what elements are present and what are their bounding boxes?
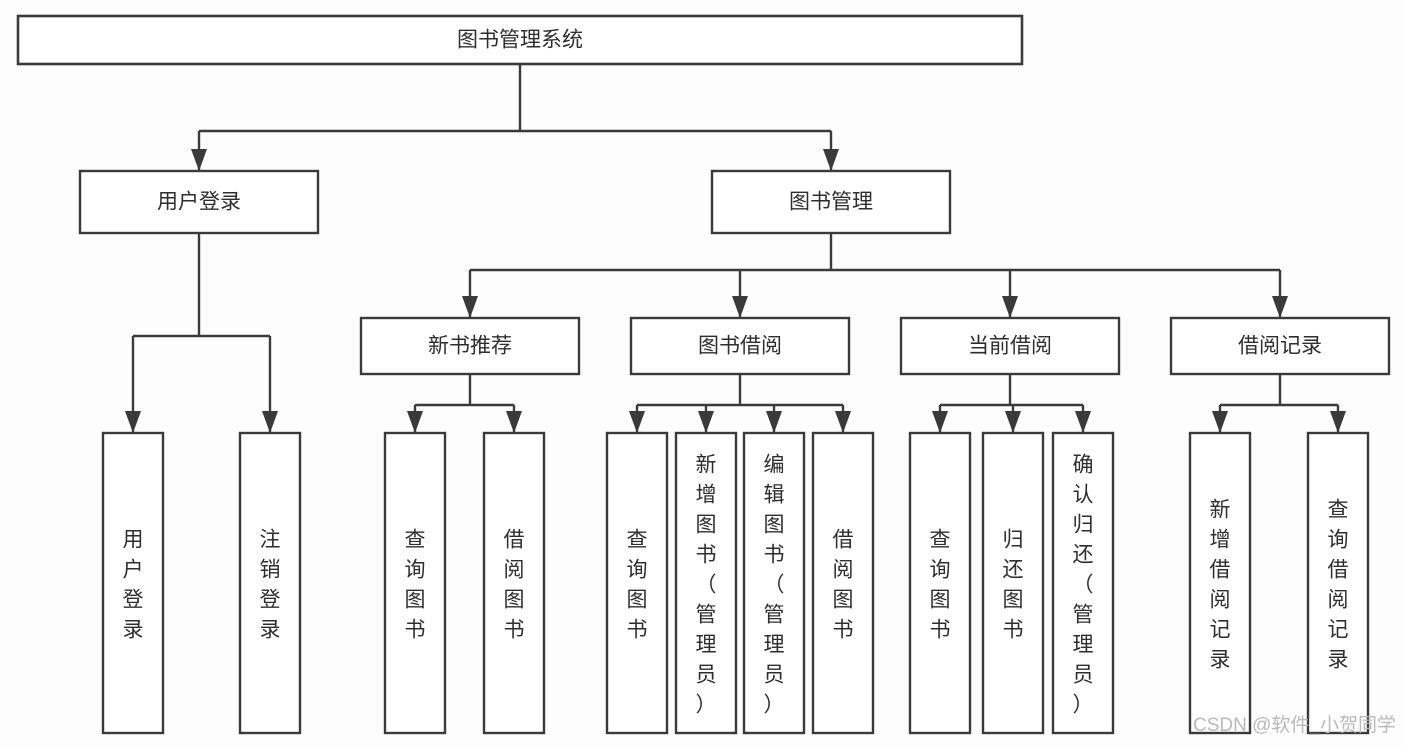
node-box-leaf-confirm-return[interactable] bbox=[1051, 431, 1115, 735]
node-box-leaf-borrow-book-1[interactable] bbox=[482, 431, 546, 735]
node-label-leaf-return-book: 归还图书 bbox=[1003, 528, 1024, 641]
node-leaf-borrow-book-1[interactable]: 借阅图书 bbox=[482, 431, 546, 735]
node-label-leaf-logout: 注销登录 bbox=[260, 528, 281, 641]
node-leaf-return-book[interactable]: 归还图书 bbox=[981, 431, 1045, 735]
node-box-leaf-query-book-3[interactable] bbox=[908, 431, 972, 735]
node-box-leaf-return-book[interactable] bbox=[981, 431, 1045, 735]
node-box-leaf-add-borrow-record[interactable] bbox=[1188, 431, 1252, 735]
node-label-root: 图书管理系统 bbox=[457, 29, 583, 52]
arrow-head-icon-book-manage bbox=[823, 149, 839, 171]
node-label-borrow-record: 借阅记录 bbox=[1238, 335, 1322, 358]
arrow-head-icon-leaf-add-book bbox=[698, 411, 714, 433]
arrow-head-icon-leaf-add-borrow-record bbox=[1212, 411, 1228, 433]
node-box-book-manage[interactable] bbox=[710, 169, 952, 235]
arrow-head-icon-leaf-query-book-3 bbox=[932, 411, 948, 433]
node-label-new-book-recommend: 新书推荐 bbox=[428, 335, 512, 358]
node-leaf-query-book-1[interactable]: 查询图书 bbox=[383, 431, 447, 735]
node-book-borrow[interactable]: 图书借阅 bbox=[629, 316, 851, 376]
node-label-leaf-confirm-return: 确认归还（管理员） bbox=[1073, 453, 1094, 716]
node-label-leaf-borrow-book-1: 借阅图书 bbox=[504, 528, 525, 641]
node-leaf-edit-book[interactable]: 编辑图书（管理员） bbox=[742, 431, 806, 735]
node-box-borrow-record[interactable] bbox=[1169, 316, 1391, 376]
arrow-head-icon-leaf-borrow-book-1 bbox=[506, 411, 522, 433]
node-box-leaf-borrow-book-2[interactable] bbox=[811, 431, 875, 735]
node-leaf-confirm-return[interactable]: 确认归还（管理员） bbox=[1051, 431, 1115, 735]
node-box-leaf-user-login[interactable] bbox=[101, 431, 165, 735]
csdn-watermark: CSDN @软件_小贺同学 bbox=[1193, 714, 1396, 736]
arrow-head-icon-leaf-borrow-book-2 bbox=[835, 411, 851, 433]
node-box-leaf-edit-book[interactable] bbox=[742, 431, 806, 735]
node-leaf-query-book-2[interactable]: 查询图书 bbox=[605, 431, 669, 735]
node-label-leaf-edit-book: 编辑图书（管理员） bbox=[764, 453, 785, 716]
node-book-manage[interactable]: 图书管理 bbox=[710, 169, 952, 235]
node-label-leaf-query-book-3: 查询图书 bbox=[930, 528, 951, 641]
arrow-head-icon-leaf-user-login bbox=[125, 411, 141, 433]
node-box-user-login[interactable] bbox=[78, 169, 320, 235]
node-label-leaf-query-book-1: 查询图书 bbox=[405, 528, 426, 641]
node-label-user-login: 用户登录 bbox=[157, 191, 241, 214]
arrow-head-icon-leaf-edit-book bbox=[766, 411, 782, 433]
node-root[interactable]: 图书管理系统 bbox=[16, 14, 1024, 66]
node-box-leaf-query-borrow-record[interactable] bbox=[1306, 431, 1370, 735]
node-box-current-borrow[interactable] bbox=[899, 316, 1121, 376]
node-borrow-record[interactable]: 借阅记录 bbox=[1169, 316, 1391, 376]
node-new-book-recommend[interactable]: 新书推荐 bbox=[359, 316, 581, 376]
connector-lines-layer bbox=[125, 64, 1346, 433]
node-label-book-borrow: 图书借阅 bbox=[698, 335, 782, 358]
node-label-leaf-user-login: 用户登录 bbox=[123, 528, 144, 641]
node-label-leaf-add-book: 新增图书（管理员） bbox=[696, 453, 717, 716]
node-leaf-borrow-book-2[interactable]: 借阅图书 bbox=[811, 431, 875, 735]
node-label-leaf-add-borrow-record: 新增借阅记录 bbox=[1210, 498, 1231, 671]
node-leaf-logout[interactable]: 注销登录 bbox=[238, 431, 302, 735]
node-label-leaf-query-borrow-record: 查询借阅记录 bbox=[1328, 498, 1349, 671]
node-leaf-add-borrow-record[interactable]: 新增借阅记录 bbox=[1188, 431, 1252, 735]
node-label-book-manage: 图书管理 bbox=[789, 191, 873, 214]
node-box-root[interactable] bbox=[16, 14, 1024, 66]
arrow-head-icon-book-borrow bbox=[732, 296, 748, 318]
node-box-leaf-query-book-1[interactable] bbox=[383, 431, 447, 735]
arrow-head-icon-leaf-query-book-2 bbox=[629, 411, 645, 433]
node-label-leaf-borrow-book-2: 借阅图书 bbox=[833, 528, 854, 641]
node-leaf-user-login[interactable]: 用户登录 bbox=[101, 431, 165, 735]
node-leaf-query-borrow-record[interactable]: 查询借阅记录 bbox=[1306, 431, 1370, 735]
node-label-current-borrow: 当前借阅 bbox=[968, 335, 1052, 358]
node-label-leaf-query-book-2: 查询图书 bbox=[627, 528, 648, 641]
arrow-head-icon-borrow-record bbox=[1272, 296, 1288, 318]
arrow-head-icon-leaf-logout bbox=[262, 411, 278, 433]
node-box-leaf-query-book-2[interactable] bbox=[605, 431, 669, 735]
node-leaf-add-book[interactable]: 新增图书（管理员） bbox=[674, 431, 738, 735]
arrow-head-icon-leaf-return-book bbox=[1005, 411, 1021, 433]
arrow-head-icon-new-book-recommend bbox=[462, 296, 478, 318]
node-box-leaf-logout[interactable] bbox=[238, 431, 302, 735]
arrow-head-icon-leaf-query-book-1 bbox=[407, 411, 423, 433]
arrow-head-icon-leaf-confirm-return bbox=[1075, 411, 1091, 433]
node-user-login[interactable]: 用户登录 bbox=[78, 169, 320, 235]
node-box-new-book-recommend[interactable] bbox=[359, 316, 581, 376]
node-box-leaf-add-book[interactable] bbox=[674, 431, 738, 735]
node-leaf-query-book-3[interactable]: 查询图书 bbox=[908, 431, 972, 735]
arrow-head-icon-user-login bbox=[191, 149, 207, 171]
node-boxes-layer: 图书管理系统用户登录图书管理新书推荐图书借阅当前借阅借阅记录用户登录注销登录查询… bbox=[16, 14, 1391, 735]
arrow-head-icon-leaf-query-borrow-record bbox=[1330, 411, 1346, 433]
node-box-book-borrow[interactable] bbox=[629, 316, 851, 376]
arrow-head-icon-current-borrow bbox=[1002, 296, 1018, 318]
node-current-borrow[interactable]: 当前借阅 bbox=[899, 316, 1121, 376]
